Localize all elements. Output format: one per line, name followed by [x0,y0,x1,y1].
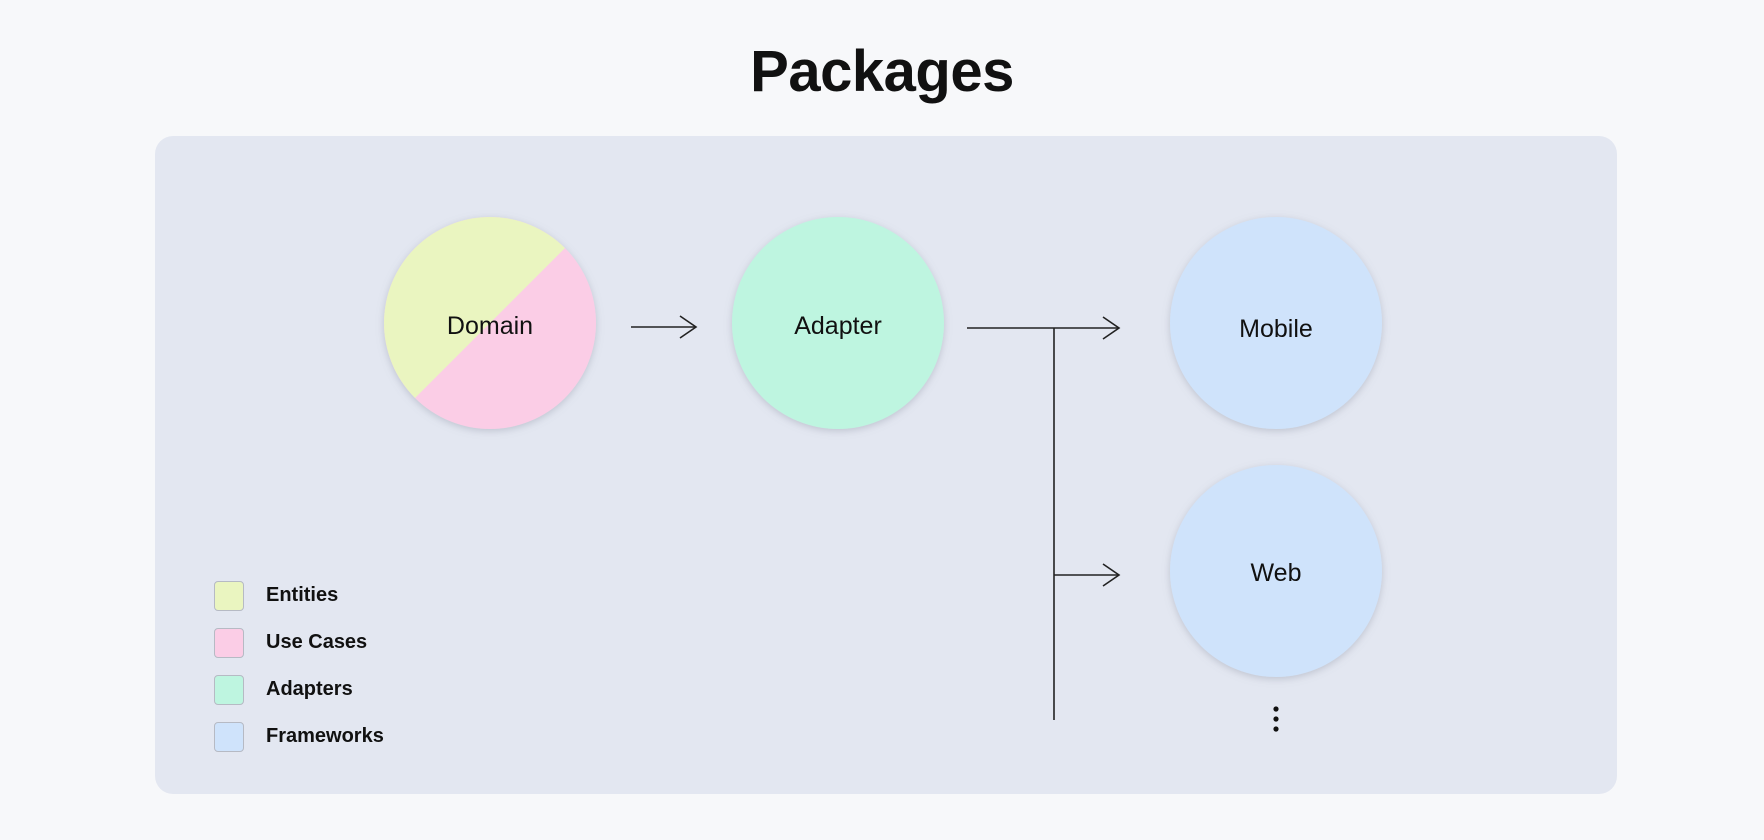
legend-label-entities: Entities [266,584,339,606]
legend-item-use-cases: Use Cases [214,619,384,666]
page-title: Packages [750,39,1014,104]
legend-swatch-frameworks [214,721,244,752]
legend-item-entities: Entities [214,572,384,619]
web-label: Web [1250,559,1302,587]
legend-label-use-cases: Use Cases [266,631,368,653]
mobile-label: Mobile [1239,315,1313,343]
arrow-branch-to-web [1054,563,1121,587]
arrow-domain-to-adapter [631,315,698,339]
adapter-label: Adapter [794,312,882,340]
legend-item-frameworks: Frameworks [214,713,384,760]
legend-swatch-entities [214,580,244,611]
arrow-adapter-to-mobile [967,316,1121,340]
legend-swatch-use-cases [214,627,244,658]
vertical-ellipsis-icon [1273,706,1279,732]
web-node [1170,465,1382,677]
domain-label: Domain [446,312,534,340]
legend-swatch-adapters [214,674,244,705]
mobile-node [1170,217,1382,429]
legend: Entities Use Cases Adapters Frameworks [214,572,384,760]
adapter-node [732,217,944,429]
legend-item-adapters: Adapters [214,666,384,713]
legend-label-adapters: Adapters [266,678,353,700]
legend-label-frameworks: Frameworks [266,725,384,747]
